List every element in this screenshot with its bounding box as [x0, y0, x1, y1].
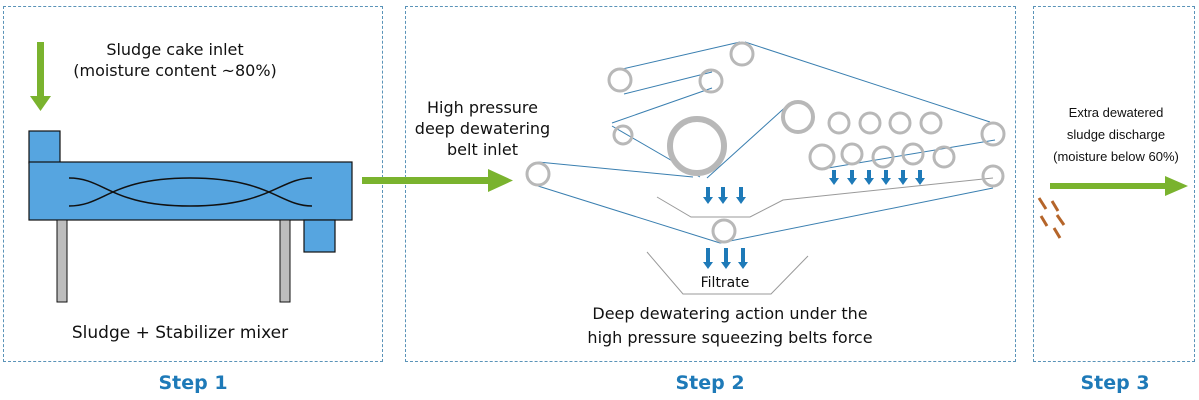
water-drop-arrow: [898, 170, 908, 185]
discharge-label-3: (moisture below 60%): [1053, 149, 1179, 164]
water-drop-arrow: [721, 248, 731, 269]
water-drop-arrow: [847, 170, 857, 185]
transfer-arrow: [362, 169, 513, 192]
sludge-particles-icon: [1037, 197, 1066, 239]
action-label-1: Deep dewatering action under the: [592, 304, 868, 323]
belt-inlet-label-3: belt inlet: [447, 140, 518, 159]
discharge-arrow: [1050, 176, 1188, 196]
discharge-label-1: Extra dewatered: [1068, 105, 1164, 120]
sludge-inlet-label-2: (moisture content ~80%): [73, 61, 277, 80]
mixer-legs: [56, 219, 291, 303]
water-drop-arrow: [736, 187, 746, 204]
mixer-machine: [28, 130, 353, 253]
water-drop-arrow: [718, 187, 728, 204]
water-drop-arrow: [881, 170, 891, 185]
discharge-label-2: sludge discharge: [1066, 127, 1166, 142]
belt-inlet-label-1: High pressure: [427, 98, 538, 117]
step2-label: Step 2: [675, 372, 745, 394]
step3-panel: [1033, 6, 1195, 362]
action-label-2: high pressure squeezing belts force: [587, 328, 873, 347]
water-arrows: [703, 170, 925, 269]
step1-label: Step 1: [158, 372, 228, 394]
water-drop-arrow: [915, 170, 925, 185]
step3-label: Step 3: [1080, 372, 1150, 394]
belt-lines: [537, 41, 996, 244]
water-drop-arrow: [703, 248, 713, 269]
rollers: [525, 41, 1006, 244]
belt-inlet-label-2: deep dewatering: [414, 119, 551, 138]
water-drop-arrow: [703, 187, 713, 204]
sludge-inlet-label-1: Sludge cake inlet: [106, 40, 244, 59]
mixer-label: Sludge + Stabilizer mixer: [71, 323, 289, 343]
filtrate-trays: [646, 177, 994, 295]
water-drop-arrow: [864, 170, 874, 185]
sludge-inlet-arrow: [30, 42, 51, 111]
filtrate-label: Filtrate: [700, 275, 750, 291]
water-drop-arrow: [829, 170, 839, 185]
water-drop-arrow: [738, 248, 748, 269]
